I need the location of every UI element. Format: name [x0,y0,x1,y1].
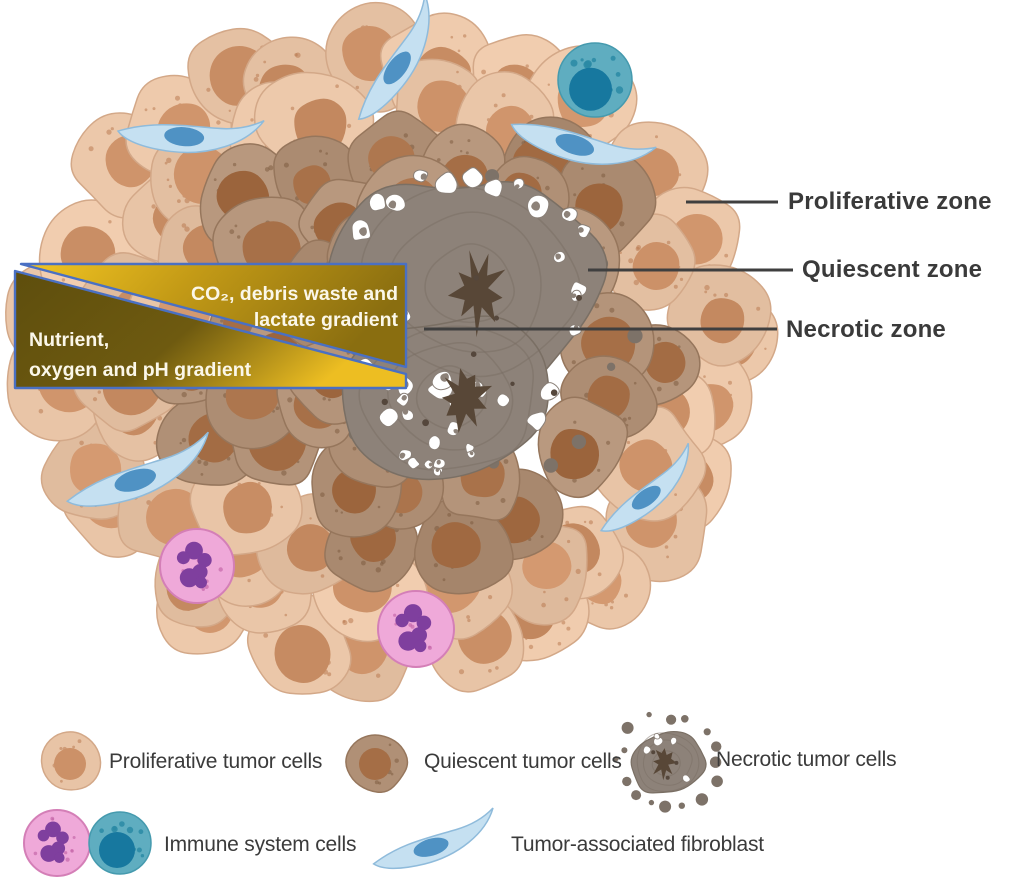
proliferative-tumor-cell [666,264,772,367]
concentration-gradient-arrow: CO₂, debris waste and lactate gradient N… [13,262,408,390]
co2-gradient-label-line1: CO₂, debris waste and [191,283,398,305]
zone-label-necrotic: Necrotic zone [786,316,946,343]
co2-gradient-triangle [19,262,408,369]
legend-label-quiescent: Quiescent tumor cells [424,750,622,773]
fibroblast [65,431,209,507]
co2-gradient-label-line2: lactate gradient [254,309,399,331]
legend-label-fibroblast: Tumor-associated fibroblast [511,833,764,856]
zone-label-quiescent: Quiescent zone [802,256,983,283]
legend-quiescent-cell-icon [345,734,409,794]
fibroblasts [65,0,689,532]
legend-label-immune: Immune system cells [164,833,357,856]
fibroblast [357,0,430,121]
tumor-spheroid [5,0,779,877]
legend-immune-cells-icon [23,809,152,877]
fibroblast [510,123,657,165]
nutrient-gradient-label-line1: Nutrient, [29,329,109,351]
zone-label-proliferative: Proliferative zone [788,188,992,215]
legend-proliferative-cell-icon [40,731,102,791]
legend-label-proliferative: Proliferative tumor cells [109,750,323,773]
annotations: CO₂, debris waste and lactate gradient N… [13,200,793,390]
legend-label-necrotic: Necrotic tumor cells [716,748,897,771]
legend-necrotic-cell-icon [613,711,723,813]
nutrient-gradient-label-line2: oxygen and pH gradient [29,359,252,381]
immune-cell-teal [557,42,633,118]
quiescent-tumor-cell [413,496,514,595]
zone-pointer-lines [424,200,793,331]
legend-icons [23,711,723,877]
immune-cells [159,42,633,668]
immune-cell-pink [159,528,235,604]
immune-cell-pink [377,590,455,668]
fibroblast [116,119,265,154]
nutrient-gradient-triangle [13,269,408,390]
fibroblast [372,807,494,870]
fibroblast [599,442,689,532]
